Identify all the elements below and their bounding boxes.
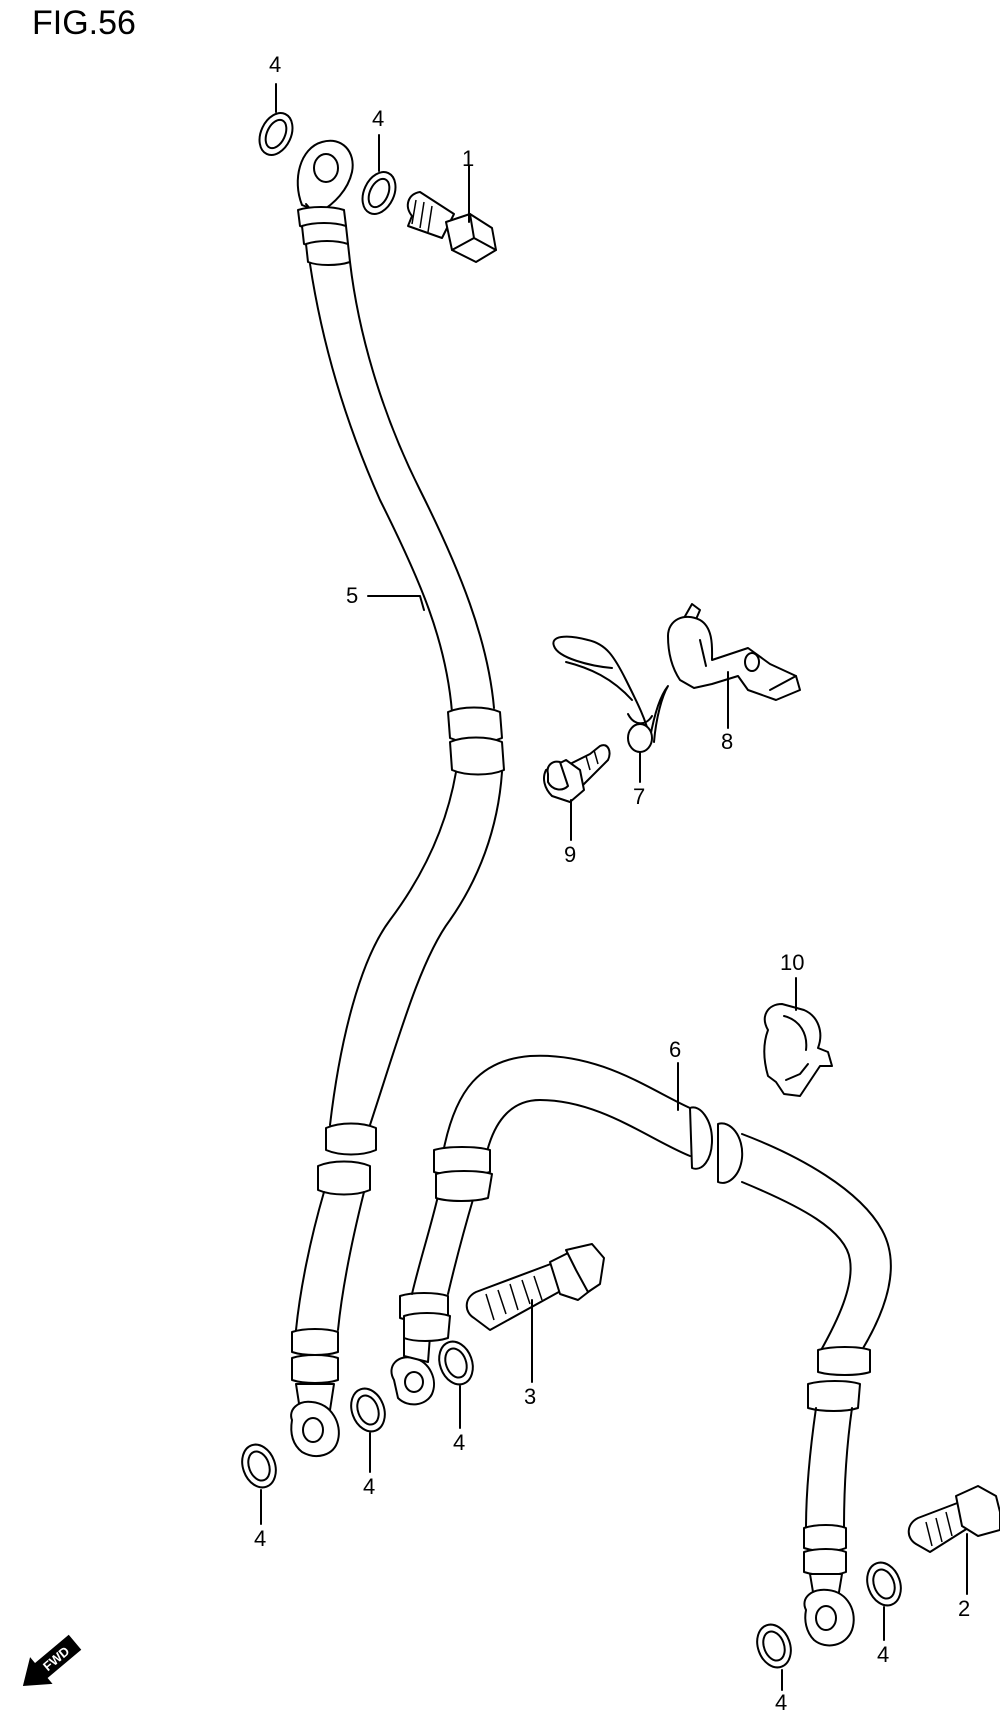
washer-4-mid [438, 1340, 474, 1386]
callout-10: 10 [780, 950, 804, 975]
callout-3: 3 [524, 1384, 536, 1409]
washer-4-bottom-left [756, 1623, 792, 1669]
washer-4-top-left [258, 112, 294, 156]
callout-6: 6 [669, 1037, 681, 1062]
bolt-9 [543, 744, 611, 803]
callout-1: 1 [462, 146, 474, 171]
callout-8: 8 [721, 729, 733, 754]
brake-hose-5 [290, 139, 505, 1457]
washer-4-left-bottom [241, 1443, 277, 1489]
callout-4-bottom-left: 4 [775, 1690, 787, 1713]
union-bolt-1 [406, 191, 497, 263]
callout-9: 9 [564, 842, 576, 867]
callout-7: 7 [633, 784, 645, 809]
forward-arrow-icon: FWD [22, 1634, 82, 1686]
wire-clip-7 [552, 635, 669, 753]
union-bolt-2 [907, 1485, 1000, 1553]
callout-4-mid-left: 4 [363, 1474, 375, 1499]
brake-hose-6 [390, 1054, 892, 1647]
hose-clamp-bracket-8 [667, 603, 801, 701]
callout-4-mid: 4 [453, 1430, 465, 1455]
leader-lines [260, 83, 968, 1691]
washer-4-bottom-right [866, 1561, 902, 1607]
callout-4-left-bottom: 4 [254, 1526, 266, 1551]
callout-4-bottom-right: 4 [877, 1642, 889, 1667]
washer-4-mid-left [350, 1387, 386, 1433]
hose-clamp-10 [763, 1003, 833, 1097]
callout-5: 5 [346, 583, 358, 608]
callout-2: 2 [958, 1596, 970, 1621]
washer-4-top-right [361, 171, 397, 215]
callout-4-top-left: 4 [269, 52, 281, 77]
union-bolt-3 [465, 1243, 605, 1331]
callout-4-top-right: 4 [372, 106, 384, 131]
figure-title: FIG.56 [32, 4, 136, 42]
